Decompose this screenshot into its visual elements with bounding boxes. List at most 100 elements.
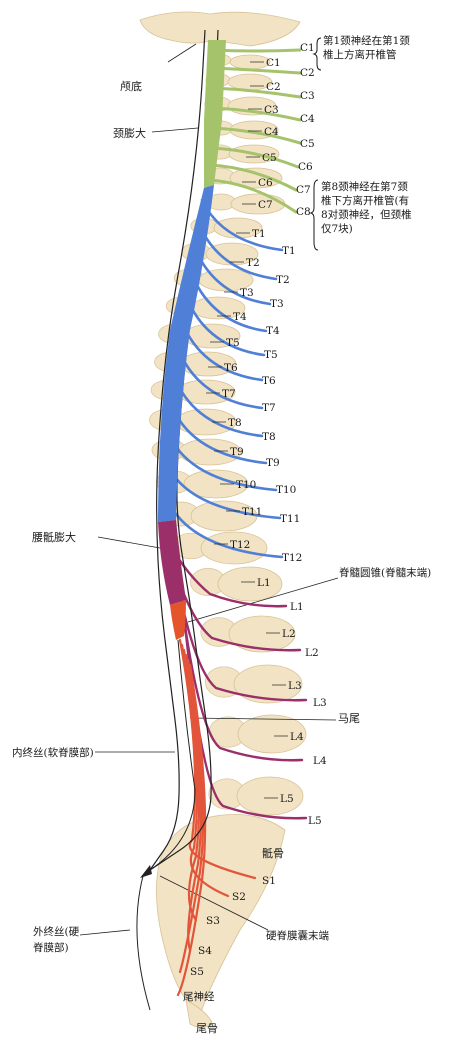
lumbar-nerve-3 [174,573,308,702]
vertebra-label-t3: T3 [240,287,254,299]
vertebra-label-l5: L5 [280,793,294,805]
c8-note: 第8颈神经在第7颈 椎下方离开椎管(有 8对颈神经，但颈椎 仅7块) [321,180,412,236]
vertebra-label-l4: L4 [290,731,304,743]
cervical-segment [204,40,226,188]
nerve-labels: C1C2C3C4C5C6C7C8T1T2T3T4T5T6T7T8T9T10T11… [190,42,327,978]
vertebra-label-l3: L3 [288,680,302,692]
vertebral-body [183,469,249,499]
nerve-label-t2: T2 [276,274,290,286]
cauda-equina-label: 马尾 [338,712,360,725]
vertebral-column [139,11,307,1028]
conus-medullaris-label: 脊髓圆锥(脊髓末端) [339,566,431,579]
thoracic-segment [158,185,214,522]
nerve-label-t3: T3 [270,298,284,310]
sacral-nerve-4 [184,653,203,952]
coccygeal-nerve-label: 尾神经 [183,990,215,1003]
sacral-nerve-1 [178,638,257,880]
filum-terminale [142,639,196,877]
vertebra-label-c6: C6 [258,177,273,189]
nerve-label-s4: S4 [198,945,212,957]
nerve-label-l4: L4 [313,755,327,767]
skull-base-bone [139,11,301,47]
leader-line [189,717,337,721]
leader-line [167,43,197,63]
nerve-label-c7: C7 [296,184,311,196]
coccyx-bone [185,999,213,1028]
c1-note-line-1: 第1颈神经在第1颈 [323,35,410,47]
nerve-label-t5: T5 [264,349,278,361]
vertebra-label-t4: T4 [233,311,247,323]
vertebra-label-l1: L1 [257,577,271,589]
nerve-label-c6: C6 [298,161,313,173]
vertebra-label-l2: L2 [282,628,296,640]
nerve-label-c5: C5 [300,138,315,150]
vertebral-body [228,615,296,653]
conus-medullaris [170,600,186,640]
dural-sac-end-label: 硬脊膜囊末端 [266,929,329,942]
c8-note-line-3: 8对颈神经，但颈椎 [321,209,412,221]
coccyx-label: 尾骨 [196,1022,218,1035]
dural-sac-end-arrow [140,865,152,878]
vertebra-label-t6: T6 [224,362,238,374]
anatomy-labels: 颅底 颈膨大 腰骶膨大 脊髓圆锥(脊髓末端) 马尾 内终丝(软脊膜部) 骶骨 硬… [12,79,431,1035]
vertebra-label-t7: T7 [222,388,236,400]
leader-line [159,875,269,931]
vertebra-label-t8: T8 [228,417,242,429]
c8-note-line-4: 仅7块) [321,223,353,235]
vertebra-label-c2: C2 [266,81,281,93]
nerve-label-t6: T6 [262,375,276,387]
vertebra-label-t5: T5 [226,337,240,349]
nerve-label-c3: C3 [300,90,315,102]
vertebral-body [237,714,307,754]
vertebra-label-t11: T11 [242,506,262,518]
vertebra-label-c7: C7 [258,199,273,211]
nerve-label-t7: T7 [262,402,276,414]
nerve-label-s3: S3 [206,915,220,927]
filum-internum-label: 内终丝(软脊膜部) [12,746,94,759]
nerve-label-t9: T9 [266,457,280,469]
c8-note-line-2: 椎下方离开椎管(有 [321,195,410,207]
note-brackets [309,37,322,251]
vertebra-label-c3: C3 [264,104,279,116]
vertebral-body [175,408,237,436]
vertebra-label-t12: T12 [230,539,250,551]
occiput-label: 颅底 [120,79,142,93]
vertebral-body [217,566,283,602]
filum-terminale-externum [136,875,151,1011]
c8-note-line-1: 第8颈神经在第7颈 [321,181,408,193]
cervical-nerve-2 [211,66,302,75]
sacral-nerve-5 [178,658,205,974]
leader-line [187,577,339,623]
cervical-enlargement-label: 颈膨大 [113,126,146,140]
filum-externum-label-2: 脊膜部) [33,941,69,954]
vertebra-label-c5: C5 [262,152,277,164]
lumbosacral-enlargement [158,520,186,605]
vertebra-label-t10: T10 [236,479,256,491]
nerve-label-s2: S2 [232,891,246,903]
c8-note-bracket [309,179,319,251]
nerve-label-t12: T12 [282,552,302,564]
spinal-cord [136,29,226,1011]
lumbosacral-enlargement-label: 腰骶膨大 [32,530,76,544]
nerve-label-c1: C1 [300,42,315,54]
vertebra-label-t2: T2 [246,257,260,269]
vertebral-body [236,776,304,816]
vertebral-body [229,167,283,189]
sacral-nerve-6 [176,663,207,997]
leader-line [79,929,131,936]
cervical-nerve-6 [209,146,300,169]
leader-lines [79,43,339,936]
vertebra-label-t1: T1 [252,228,266,240]
cervical-nerve-7 [207,163,298,192]
vertebra-label-c4: C4 [264,126,279,138]
c1-note-line-2: 椎上方离开椎管 [323,49,397,61]
leader-line [151,127,199,133]
sacrum-bone [156,814,286,1016]
cervical-nerve-8 [205,178,298,214]
nerve-label-t4: T4 [266,325,280,337]
nerve-label-c4: C4 [300,113,315,125]
nerve-label-c8: C8 [296,206,311,218]
nerve-label-l2: L2 [305,647,319,659]
nerve-label-l1: L1 [290,601,304,613]
